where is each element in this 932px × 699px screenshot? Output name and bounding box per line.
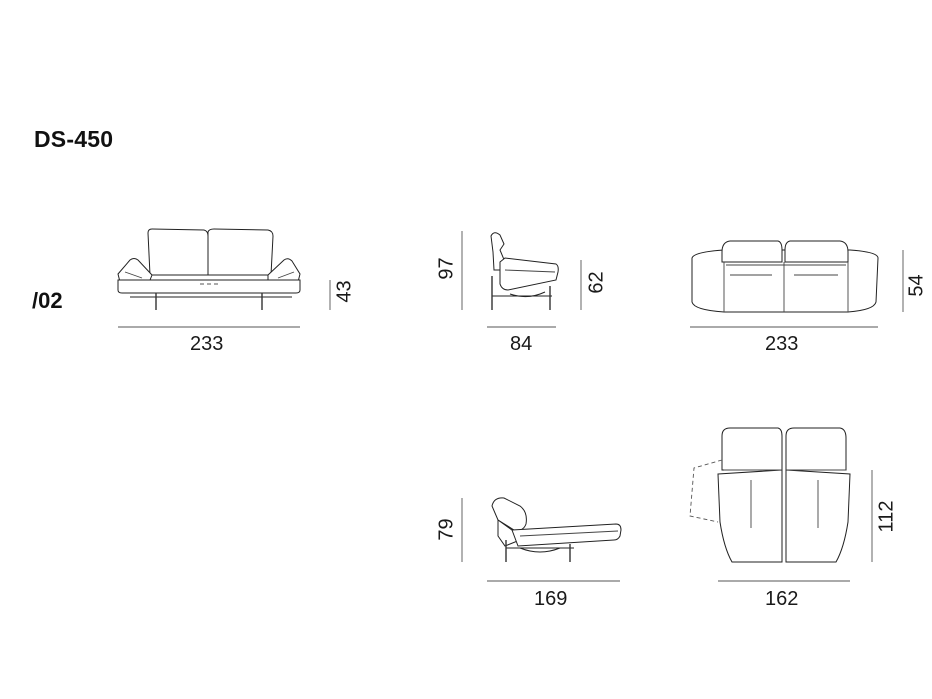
side-depth-label: 84 [510,333,533,355]
reclined-top-depth-label: 112 [875,500,898,533]
reclined-top-view [689,427,873,582]
variant-label: /02 [32,288,63,313]
top-depth-label: 54 [905,274,928,297]
side-view [461,231,582,328]
reclined-side-view [461,497,622,582]
reclined-length-label: 169 [534,588,568,610]
front-view [117,228,331,328]
reclined-height-label: 79 [435,518,458,541]
front-height-label: 43 [333,280,356,303]
top-view [690,240,904,328]
side-back-height-label: 97 [435,257,458,280]
front-width-label: 233 [190,333,224,355]
side-seat-height-label: 62 [585,271,608,294]
model-title: DS-450 [34,126,114,152]
reclined-top-width-label: 162 [765,588,799,610]
top-width-label: 233 [765,333,799,355]
